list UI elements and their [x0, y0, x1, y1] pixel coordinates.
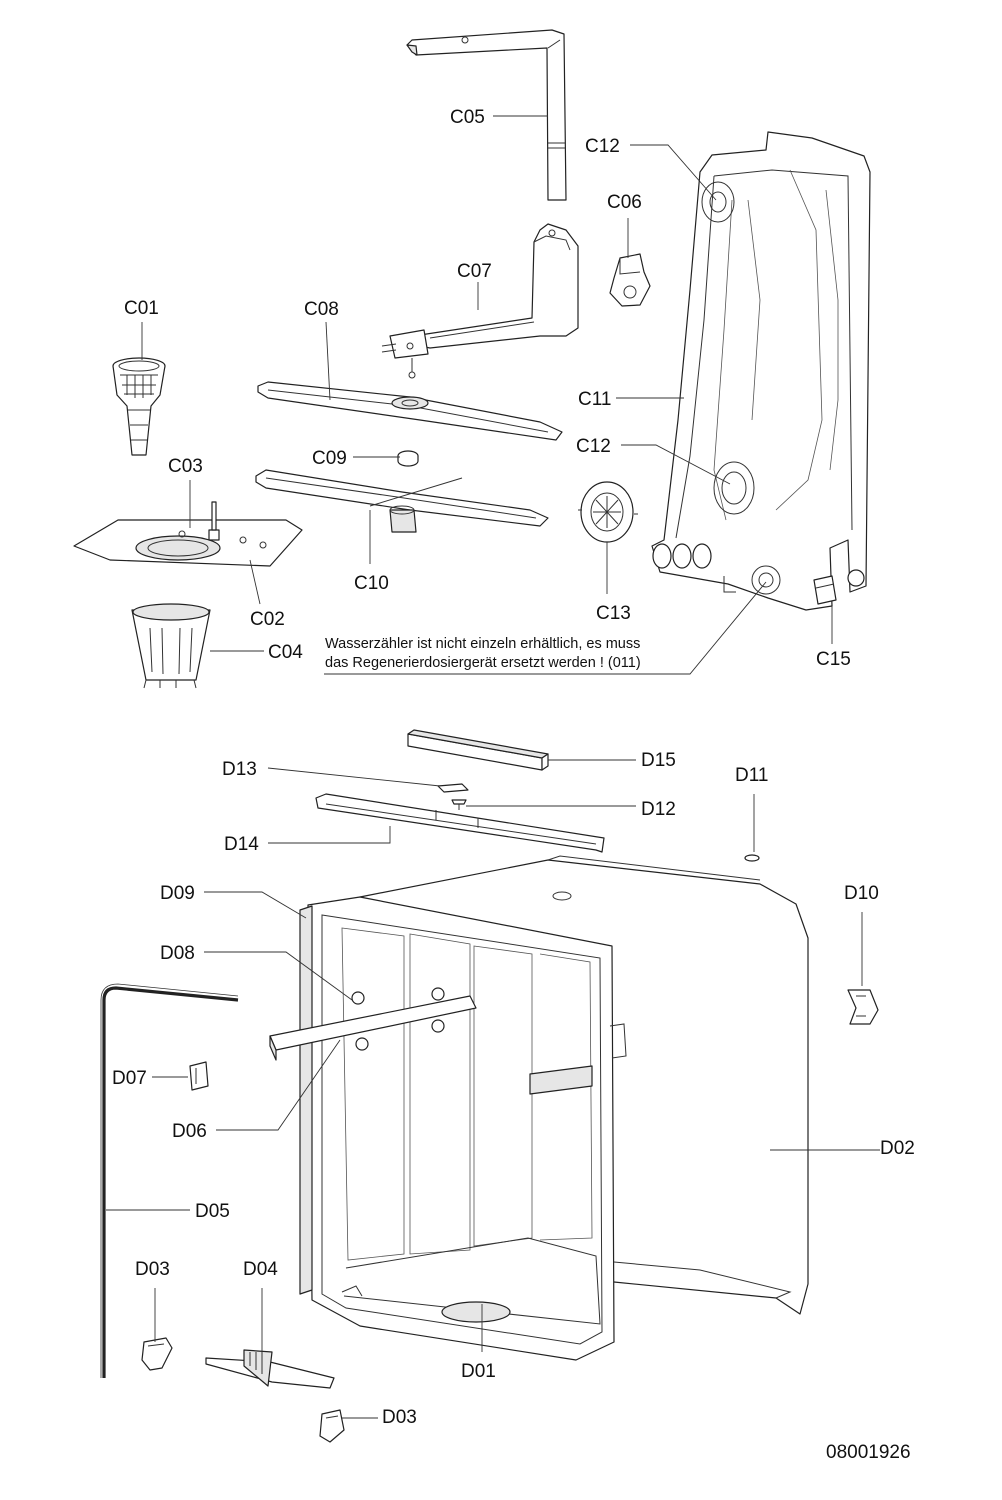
part-c10-lower-spray-arm	[255, 469, 549, 533]
label-d14: D14	[224, 834, 259, 855]
label-c15: C15	[816, 649, 851, 670]
label-c07: C07	[457, 261, 492, 282]
part-c01-filter	[112, 357, 166, 456]
label-d07: D07	[112, 1068, 147, 1089]
part-d13-plate	[437, 783, 469, 793]
label-d08: D08	[160, 943, 195, 964]
part-d06-basket-rail	[269, 987, 477, 1061]
water-meter-note: Wasserzähler ist nicht einzeln erhältlic…	[325, 636, 641, 671]
label-d04: D04	[243, 1259, 278, 1280]
label-c06: C06	[607, 192, 642, 213]
label-c13: C13	[596, 603, 631, 624]
label-d02: D02	[880, 1138, 915, 1159]
part-d07-clip	[189, 1061, 209, 1091]
label-c09: C09	[312, 448, 347, 469]
label-c04: C04	[268, 642, 303, 663]
part-d14-rail	[315, 793, 605, 853]
part-c07-spray-arm-supply	[381, 223, 579, 379]
part-c11-water-softener-housing	[651, 131, 871, 611]
label-d15: D15	[641, 750, 676, 771]
note-line-1: Wasserzähler ist nicht einzeln erhältlic…	[325, 636, 640, 652]
label-d13: D13	[222, 759, 257, 780]
label-d10: D10	[844, 883, 879, 904]
label-c02: C02	[250, 609, 285, 630]
label-d12: D12	[641, 799, 676, 820]
label-d03-lower: D03	[382, 1407, 417, 1428]
label-d01: D01	[461, 1361, 496, 1382]
label-d09: D09	[160, 883, 195, 904]
part-c06-connector	[609, 253, 651, 307]
part-d03-foot-2	[319, 1409, 345, 1443]
part-d09-seal	[299, 905, 313, 1295]
part-c05-supply-pipe	[406, 29, 567, 201]
label-c08: C08	[304, 299, 339, 320]
label-c03: C03	[168, 456, 203, 477]
label-c10: C10	[354, 573, 389, 594]
label-c05: C05	[450, 107, 485, 128]
label-c01: C01	[124, 298, 159, 319]
part-d03-foot-1	[141, 1337, 173, 1371]
label-d05: D05	[195, 1201, 230, 1222]
note-line-2: das Regenerierdosiergerät ersetzt werden…	[325, 655, 641, 671]
part-d11-nut	[744, 854, 760, 862]
label-d06: D06	[172, 1121, 207, 1142]
leader-lines	[106, 115, 880, 1419]
part-c09-nut	[397, 450, 419, 467]
label-c12-mid: C12	[576, 436, 611, 457]
part-c13-water-meter	[578, 481, 638, 543]
label-d11: D11	[735, 765, 768, 786]
part-d10-clip	[847, 989, 879, 1025]
callout-labels: C05 C12 C06 C07 C01 C08 C11 C12 C09 C03 …	[112, 107, 915, 1428]
part-c02-sump-cover	[73, 501, 303, 567]
part-c04-filter-cup	[131, 603, 211, 689]
label-c12-top: C12	[585, 136, 620, 157]
part-d12-pin	[451, 799, 467, 810]
part-d04-drip-tray	[205, 1349, 335, 1389]
label-d03-upper: D03	[135, 1259, 170, 1280]
label-c11: C11	[578, 389, 611, 410]
part-d05-seal-tube	[100, 983, 239, 1378]
part-c08-upper-spray-arm	[257, 381, 563, 441]
document-number: 08001926	[826, 1442, 911, 1463]
part-d15-top-bar	[407, 729, 549, 771]
part-c15-clip	[813, 575, 837, 605]
